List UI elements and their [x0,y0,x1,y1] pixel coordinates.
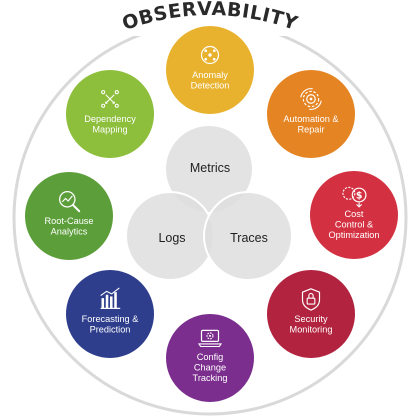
node-circle-anomaly-detection [164,24,256,116]
node-label-line: Control & [335,220,373,230]
node-circle-cost-control [308,169,400,261]
svg-text:$: $ [356,190,363,201]
node-label-line: Mapping [92,125,127,135]
node-circle-security-monitoring [265,268,357,360]
node-label-line: Dependency [84,114,136,124]
dollar-gear-icon: $ [342,186,367,208]
node-label-line: Analytics [51,227,88,237]
network-dots-icon [200,45,220,65]
node-label-forecasting-prediction: Forecasting &Prediction [82,314,139,335]
node-automation-repair: Automation &Repair [265,68,357,160]
node-circle-forecasting-prediction [64,268,156,360]
node-label-line: Repair [297,125,324,135]
node-label-line: Tracking [193,373,228,383]
bar-chart-icon [100,287,121,309]
node-label-line: Config [197,352,224,362]
venn-traces-label: Traces [230,231,268,245]
venn-group: Metrics Logs Traces [125,124,293,281]
node-label-line: Cost [345,209,364,219]
node-label-line: Security [294,314,328,324]
node-label-line: Anomaly [192,70,228,80]
venn-logs-label: Logs [158,231,185,245]
node-label-automation-repair: Automation &Repair [283,114,338,135]
venn-metrics-label: Metrics [190,161,230,175]
node-circle-root-cause-analytics [23,170,115,262]
gear-cycle-icon [300,88,322,110]
node-label-line: Prediction [90,325,131,335]
node-label-line: Automation & [283,114,338,124]
node-circle-automation-repair [265,68,357,160]
magnifier-chart-icon [59,191,81,213]
node-label-line: Change [194,363,226,373]
node-label-line: Forecasting & [82,314,139,324]
node-label-line: Monitoring [290,325,333,335]
shield-lock-icon [301,288,321,311]
node-forecasting-prediction: Forecasting &Prediction [64,268,156,360]
node-label-line: Optimization [328,230,379,240]
venn-metrics-circle [164,124,254,214]
arrows-flow-icon [101,90,119,108]
node-circle-dependency-mapping [64,68,156,160]
node-label-line: Root-Cause [44,216,93,226]
node-label-line: Detection [191,81,230,91]
node-circle-config-change-tracking [164,312,256,404]
venn-traces-circle [203,191,293,281]
